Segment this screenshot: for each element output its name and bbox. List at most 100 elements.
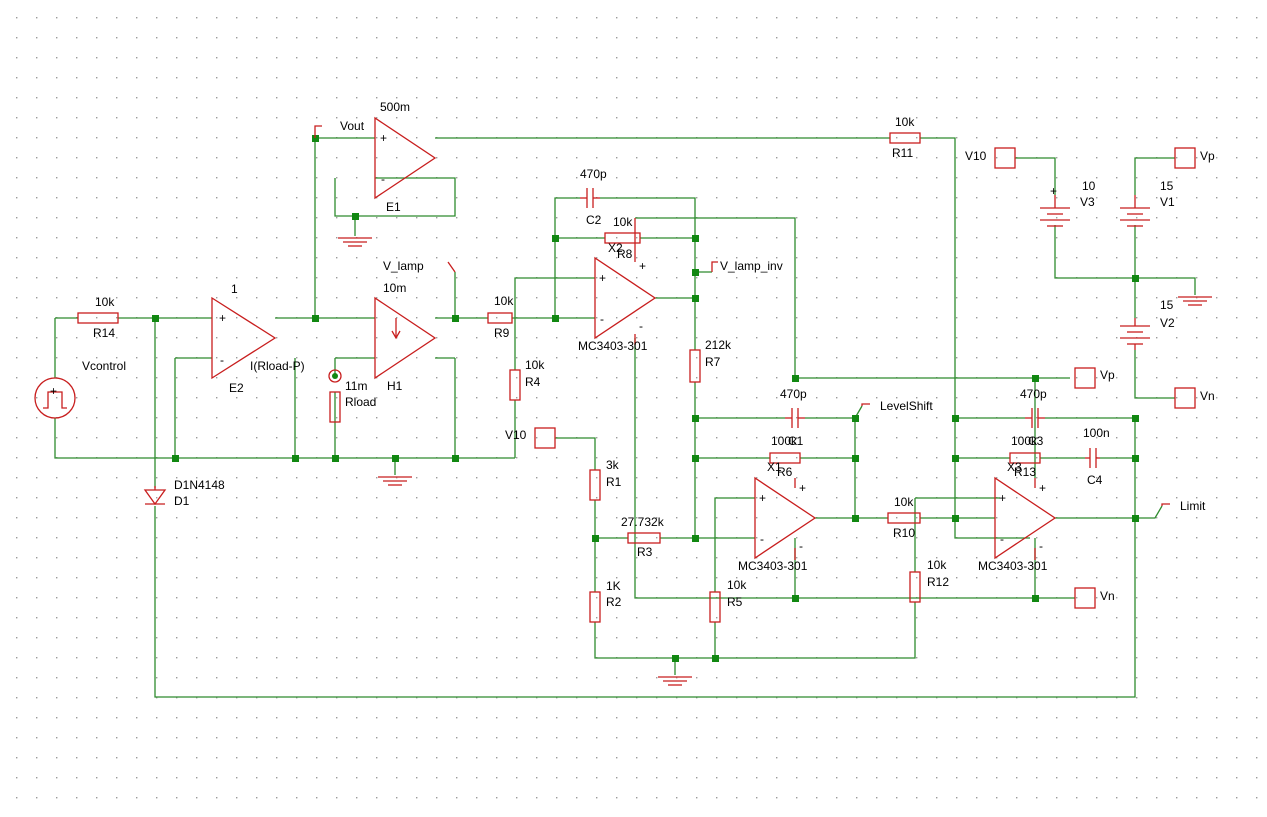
net-flag-limit <box>1161 503 1170 506</box>
resistor-r11[interactable] <box>889 132 921 144</box>
net-flag-v-lamp-inv <box>711 261 718 272</box>
pin-minus-sign: - <box>760 532 764 546</box>
resistor-r3[interactable] <box>627 532 661 544</box>
v2-ref: V2 <box>1160 316 1175 330</box>
r7-ref: R7 <box>705 355 721 369</box>
resistor-r7[interactable] <box>689 349 701 383</box>
net-label-vout: Vout <box>340 119 365 133</box>
port-v10-input[interactable] <box>534 427 556 449</box>
r11-value: 10k <box>895 115 915 129</box>
x1-model: MC3403-301 <box>738 559 808 573</box>
opamp-x3[interactable] <box>994 476 1057 560</box>
c4-ref: C4 <box>1087 473 1103 487</box>
pin-plus-sign: + <box>380 131 387 145</box>
capacitor-c3[interactable] <box>1025 408 1045 428</box>
current-probe-marker[interactable] <box>328 369 342 383</box>
resistor-r6[interactable] <box>769 452 801 464</box>
r6-ref: R6 <box>777 465 793 479</box>
r14-ref: R14 <box>93 326 115 340</box>
net-label-levelshift: LevelShift <box>880 399 933 413</box>
port-v10-source[interactable] <box>994 147 1016 169</box>
net-label-v-lamp: V_lamp <box>383 259 424 273</box>
pin-plus-sign: + <box>999 491 1006 505</box>
pin-plus-sign: + <box>1050 184 1057 198</box>
net-label-limit: Limit <box>1180 499 1206 513</box>
opamp-h1[interactable] <box>374 296 437 380</box>
resistor-r10[interactable] <box>887 512 921 524</box>
resistor-r1[interactable] <box>589 469 601 501</box>
pin-minus-sign: - <box>381 172 385 186</box>
net-label-vn-source: Vn <box>1200 389 1215 403</box>
v2-value: 15 <box>1160 298 1174 312</box>
c3-ref: C3 <box>1028 434 1044 448</box>
c3-value: 470p <box>1020 387 1047 401</box>
d1-ref: D1 <box>174 494 190 508</box>
d1-model: D1N4148 <box>174 478 225 492</box>
r12-value: 10k <box>927 558 947 572</box>
r2-ref: R2 <box>606 595 622 609</box>
net-flag-vout <box>314 125 322 138</box>
ground-symbol <box>1178 296 1212 306</box>
resistor-r14[interactable] <box>77 312 119 324</box>
rload-value: 11m <box>345 379 367 393</box>
resistor-r5[interactable] <box>709 591 721 623</box>
opamp-e1[interactable] <box>374 116 437 200</box>
c1-value: 470p <box>780 387 807 401</box>
r9-ref: R9 <box>494 326 510 340</box>
pin-plus-sign: + <box>759 491 766 505</box>
port-vp-source[interactable] <box>1174 147 1196 169</box>
x3-ref: X3 <box>1007 460 1022 474</box>
v3-ref: V3 <box>1080 195 1095 209</box>
port-vn-source[interactable] <box>1174 387 1196 409</box>
battery-v2[interactable] <box>1120 318 1150 350</box>
pin-plus-sign: + <box>599 271 606 285</box>
net-label-v10-input: V10 <box>505 428 527 442</box>
opamp-x1[interactable] <box>754 476 817 560</box>
r3-ref: R3 <box>637 545 653 559</box>
capacitor-c4[interactable] <box>1085 448 1100 468</box>
r12-ref: R12 <box>927 575 949 589</box>
r2-value: 1K <box>606 579 621 593</box>
pin-minus-sign: - <box>1000 532 1004 546</box>
diode-d1[interactable] <box>143 486 167 506</box>
x2-model: MC3403-301 <box>578 339 648 353</box>
resistor-r4[interactable] <box>509 369 521 401</box>
e2-value: 1 <box>231 282 238 296</box>
pin-plus-sign: + <box>50 384 57 398</box>
c1-ref: C1 <box>788 434 804 448</box>
battery-v1[interactable] <box>1120 195 1150 227</box>
resistor-r8[interactable] <box>604 232 641 244</box>
opamp-e2[interactable] <box>211 296 277 380</box>
resistor-r12[interactable] <box>909 571 921 603</box>
r5-value: 10k <box>727 578 747 592</box>
r4-ref: R4 <box>525 375 541 389</box>
rload-ref: Rload <box>345 395 376 409</box>
opamp-x2[interactable] <box>594 256 657 340</box>
battery-v3[interactable] <box>1040 195 1070 227</box>
port-vn[interactable] <box>1074 587 1096 609</box>
e2-ref: E2 <box>229 381 244 395</box>
vcontrol-ref: Vcontrol <box>82 359 126 373</box>
pin-minus-sign: - <box>799 539 803 553</box>
net-flag-levelshift <box>861 403 870 406</box>
net-flag-v-lamp <box>447 261 456 273</box>
ground-symbol <box>378 476 412 486</box>
wires <box>54 137 1196 698</box>
pulse-source-vcontrol[interactable] <box>34 377 76 419</box>
x1-ref: X1 <box>767 460 782 474</box>
resistor-r9[interactable] <box>487 312 513 324</box>
e1-value: 500m <box>380 100 410 114</box>
resistor-r13[interactable] <box>1009 452 1041 464</box>
v1-ref: V1 <box>1160 195 1175 209</box>
resistor-rload[interactable] <box>329 391 341 423</box>
port-vp[interactable] <box>1074 367 1096 389</box>
net-label-vp-source: Vp <box>1200 149 1215 163</box>
capacitor-c2[interactable] <box>580 188 600 208</box>
r9-value: 10k <box>494 294 514 308</box>
r11-ref: R11 <box>892 146 913 160</box>
capacitor-c1[interactable] <box>785 408 805 428</box>
r4-value: 10k <box>525 358 545 372</box>
probe-label: I(Rload-P) <box>250 359 305 373</box>
resistor-r2[interactable] <box>589 591 601 623</box>
